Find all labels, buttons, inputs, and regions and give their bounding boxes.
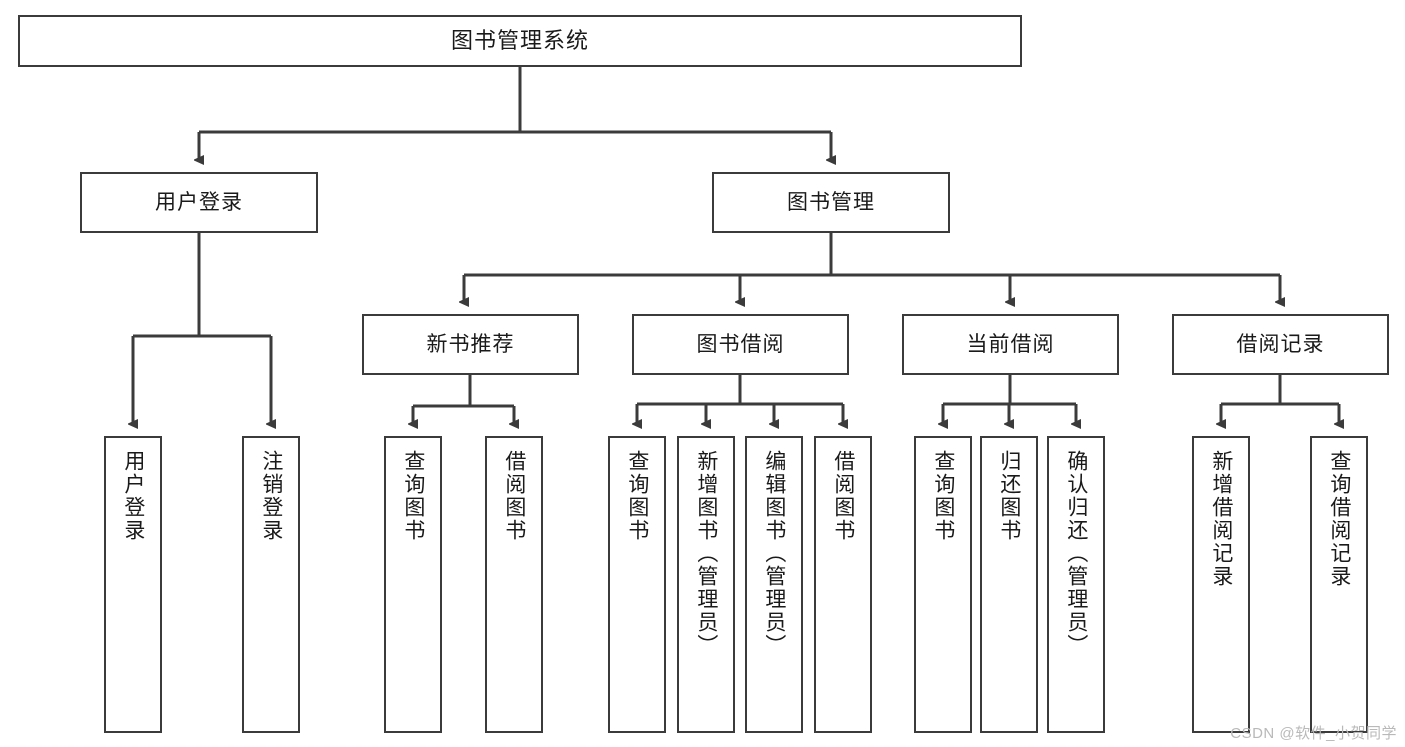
leaf-current-borrow-query[interactable]: 查询图书 (914, 436, 972, 733)
leaf-label: 查询借阅记录 (1327, 450, 1351, 588)
node-book-borrow[interactable]: 图书借阅 (632, 314, 849, 375)
leaf-label: 新增借阅记录 (1209, 450, 1233, 588)
leaf-label: 归还图书 (997, 450, 1021, 542)
leaf-book-borrow-edit[interactable]: 编辑图书（管理员） (745, 436, 803, 733)
leaf-label: 借阅图书 (831, 450, 855, 542)
leaf-label: 查询图书 (931, 450, 955, 542)
leaf-label: 查询图书 (401, 450, 425, 542)
leaf-new-book-query[interactable]: 查询图书 (384, 436, 442, 733)
node-label: 新书推荐 (426, 332, 515, 356)
leaf-label: 用户登录 (121, 450, 145, 542)
node-label: 图书管理 (787, 190, 875, 214)
node-current-borrow[interactable]: 当前借阅 (902, 314, 1119, 375)
node-new-book-recommend[interactable]: 新书推荐 (362, 314, 579, 375)
leaf-book-borrow-add[interactable]: 新增图书（管理员） (677, 436, 735, 733)
leaf-book-borrow-query[interactable]: 查询图书 (608, 436, 666, 733)
leaf-label: 新增图书（管理员） (694, 450, 718, 657)
node-borrow-record[interactable]: 借阅记录 (1172, 314, 1389, 375)
leaf-label: 借阅图书 (502, 450, 526, 542)
node-label: 图书管理系统 (450, 27, 589, 53)
leaf-user-login-logout[interactable]: 注销登录 (242, 436, 300, 733)
leaf-label: 确认归还（管理员） (1064, 450, 1088, 657)
leaf-label: 注销登录 (259, 450, 283, 542)
leaf-label: 编辑图书（管理员） (762, 450, 786, 657)
node-label: 当前借阅 (966, 332, 1055, 356)
node-root-system[interactable]: 图书管理系统 (18, 15, 1022, 67)
node-label: 图书借阅 (696, 332, 785, 356)
leaf-borrow-record-add[interactable]: 新增借阅记录 (1192, 436, 1250, 733)
leaf-user-login-login[interactable]: 用户登录 (104, 436, 162, 733)
leaf-current-borrow-confirm-return[interactable]: 确认归还（管理员） (1047, 436, 1105, 733)
node-label: 借阅记录 (1236, 332, 1325, 356)
node-label: 用户登录 (155, 190, 243, 214)
leaf-current-borrow-return[interactable]: 归还图书 (980, 436, 1038, 733)
leaf-new-book-borrow[interactable]: 借阅图书 (485, 436, 543, 733)
leaf-label: 查询图书 (625, 450, 649, 542)
leaf-book-borrow-borrow[interactable]: 借阅图书 (814, 436, 872, 733)
node-user-login[interactable]: 用户登录 (80, 172, 318, 233)
csdn-watermark: CSDN @软件_小贺同学 (1230, 725, 1397, 742)
node-book-management[interactable]: 图书管理 (712, 172, 950, 233)
leaf-borrow-record-query[interactable]: 查询借阅记录 (1310, 436, 1368, 733)
